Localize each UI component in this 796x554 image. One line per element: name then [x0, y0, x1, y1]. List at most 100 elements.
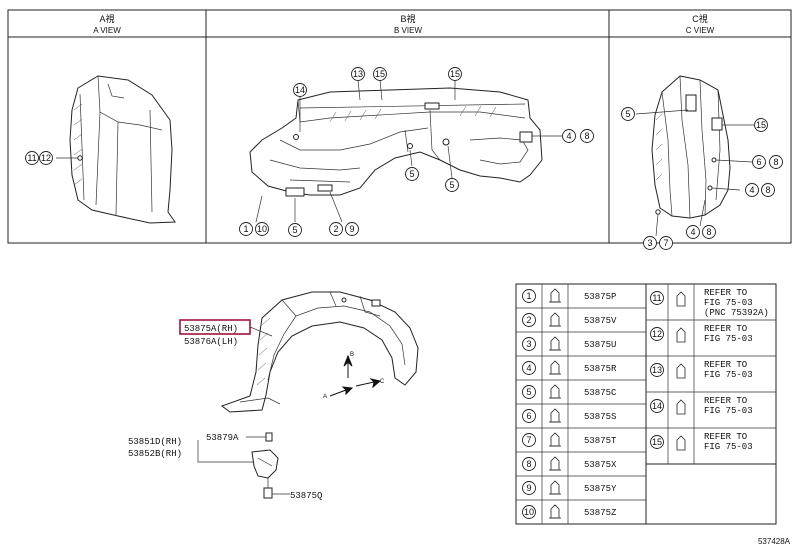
callout-15: 15: [373, 67, 387, 81]
row-number: 1: [526, 291, 531, 301]
callout-circle: [562, 129, 576, 143]
clip-icon: [676, 435, 686, 451]
callout-number: 1: [243, 224, 248, 234]
callout-8: 8: [702, 225, 716, 239]
clip-icon: [550, 432, 560, 447]
row-number: 10: [524, 507, 534, 517]
callout-circle: [448, 67, 462, 81]
callout-number: 15: [756, 120, 766, 130]
callout-8: 8: [580, 129, 594, 143]
callout-number: 10: [257, 224, 267, 234]
callout-circle: [405, 167, 419, 181]
callout-circle: [288, 223, 302, 237]
refer-text: FIG 75-03: [704, 442, 753, 452]
refer-text: FIG 75-03: [704, 334, 753, 344]
refer-text: REFER TO: [704, 288, 747, 298]
callout-circle: [621, 107, 635, 121]
figure-code: 537428A: [758, 537, 791, 546]
callout-number: 8: [773, 157, 778, 167]
callout-5: 5: [621, 107, 635, 121]
part-number: 53875R: [584, 364, 617, 374]
clip-icon: [550, 480, 560, 495]
view-b-title-jp: B視: [400, 13, 415, 24]
refer-text: FIG 75-03: [704, 406, 753, 416]
row-number: 15: [652, 437, 662, 447]
callout-2: 2: [329, 222, 343, 236]
view-panels: A視 A VIEW B視 B VIEW C視 C VIEW: [7, 9, 792, 244]
refer-text: REFER TO: [704, 360, 747, 370]
callout-5: 5: [288, 223, 302, 237]
clip-icon: [550, 504, 560, 519]
row-number: 13: [652, 365, 662, 375]
view-b-title: B VIEW: [394, 26, 422, 35]
callout-number: 5: [292, 225, 297, 235]
callout-6: 6: [752, 155, 766, 169]
callout-number: 5: [625, 109, 630, 119]
part-number: 53875C: [584, 388, 617, 398]
callout-circle: [255, 222, 269, 236]
callout-number: 9: [349, 224, 354, 234]
callout-number: 4: [690, 227, 695, 237]
callout-number: 5: [409, 169, 414, 179]
callout-number: 13: [353, 69, 363, 79]
callout-number: 7: [663, 238, 668, 248]
clip-icon: [550, 360, 560, 375]
row-number: 2: [526, 315, 531, 325]
sub-parts: 53879A 53851D(RH) 53852B(RH) 53875Q: [128, 432, 322, 501]
callout-circle: [754, 118, 768, 132]
callout-number: 14: [295, 85, 305, 95]
callout-15: 15: [448, 67, 462, 81]
refer-text: REFER TO: [704, 396, 747, 406]
callout-number: 15: [375, 69, 385, 79]
table-row: 6 53875S: [516, 403, 646, 423]
main-part-labels: 53875A(RH) 53876A(LH): [179, 319, 273, 347]
callout-15: 15: [754, 118, 768, 132]
main-part-lh: 53876A(LH): [184, 337, 238, 347]
row-number: 12: [652, 329, 662, 339]
callout-number: 15: [450, 69, 460, 79]
refer-text: FIG 75-03: [704, 298, 753, 308]
callout-11: 11: [25, 151, 39, 165]
part-number: 53875T: [584, 436, 617, 446]
callout-number: 8: [706, 227, 711, 237]
row-number: 9: [526, 483, 531, 493]
callout-circle: [25, 151, 39, 165]
callout-circle: [702, 225, 716, 239]
callout-3: 3: [643, 236, 657, 250]
part-number: 53875S: [584, 412, 616, 422]
callout-14: 14: [293, 83, 307, 97]
clip-icon: [550, 312, 560, 327]
view-c-title: C VIEW: [686, 26, 715, 35]
view-a-title-jp: A視: [99, 13, 114, 24]
callout-number: 4: [566, 131, 571, 141]
part-number: 53875U: [584, 340, 616, 350]
view-a-drawing: [56, 75, 176, 224]
callout-number: 4: [749, 185, 754, 195]
callout-circle: [659, 236, 673, 250]
callout-number: 8: [584, 131, 589, 141]
callout-number: 8: [765, 185, 770, 195]
bolt-label: 53875Q: [290, 491, 322, 501]
callout-circle: [373, 67, 387, 81]
callout-12: 12: [39, 151, 53, 165]
callout-5: 5: [445, 178, 459, 192]
row-number: 6: [526, 411, 531, 421]
arrow-c-label: C: [380, 379, 385, 385]
clip-icon: [676, 327, 686, 343]
callout-13: 13: [351, 67, 365, 81]
view-a-title: A VIEW: [93, 26, 121, 35]
part-number: 53875Z: [584, 508, 617, 518]
callout-circle: [351, 67, 365, 81]
